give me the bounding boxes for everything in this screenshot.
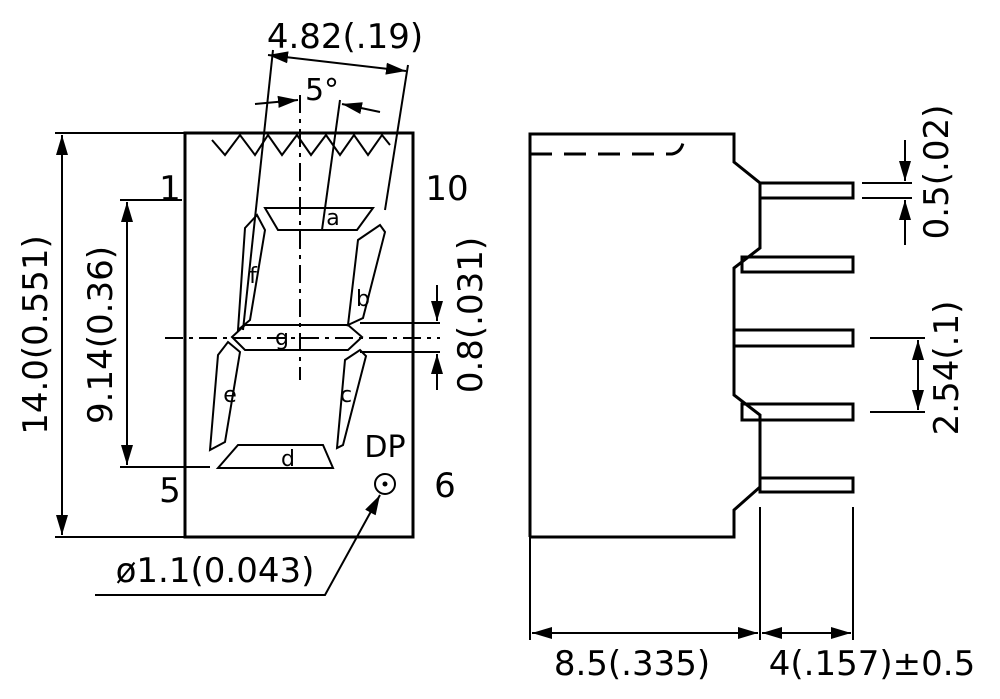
segment-c-label: c	[340, 383, 352, 408]
angle-dimension: 5°	[305, 73, 339, 108]
hidden-line	[530, 133, 686, 156]
pin-thickness-dimension: 0.5(.02)	[917, 105, 957, 240]
top-notches	[211, 133, 391, 157]
pin-1-label: 1	[159, 169, 181, 209]
pin-length-dimension: 4(.157)±0.5	[769, 644, 975, 684]
pin-6-label: 6	[434, 466, 456, 506]
segment-b-label: b	[356, 287, 370, 312]
dp-dot	[382, 481, 388, 487]
segment-b	[346, 223, 387, 327]
pin-10-label: 10	[425, 169, 468, 209]
body-depth-dimension: 8.5(.335)	[554, 644, 710, 684]
side-body	[528, 132, 762, 539]
pin-5-label: 5	[159, 471, 181, 511]
segment-d-label: d	[281, 447, 295, 472]
segment-a	[263, 207, 375, 231]
segment-f-label: f	[249, 264, 258, 289]
width-dimension: 4.82(.19)	[267, 17, 423, 57]
pin-3	[732, 328, 855, 348]
dp-hole-leader	[95, 494, 381, 596]
segment-e	[208, 340, 242, 452]
digit-height-dimension: 9.14(0.36)	[81, 246, 121, 424]
segment-e-label: e	[223, 383, 237, 408]
height-dimension: 14.0(0.551)	[16, 235, 56, 435]
width-dimension-line	[267, 51, 407, 75]
segment-g	[230, 324, 364, 351]
pin-1	[758, 181, 855, 200]
segment-c	[335, 348, 368, 450]
pin-4	[740, 402, 855, 422]
pin-2	[740, 255, 855, 274]
segment-a-label: a	[326, 206, 339, 231]
pin-pitch-dimension: 2.54(.1)	[927, 301, 967, 436]
dp-label: DP	[364, 430, 405, 465]
pin-5	[758, 476, 855, 494]
dp-circle	[374, 473, 396, 495]
dp-hole-dimension: ø1.1(0.043)	[116, 551, 315, 591]
front-view: a b c d e f g DP 1 10 5 6 14.0(0.551) 9.…	[16, 17, 491, 596]
segment-d	[215, 444, 335, 469]
segment-width-dimension: 0.8(.031)	[451, 237, 491, 393]
side-view: 0.5(.02) 2.54(.1) 8.5(.335) 4(.157)±0.5	[528, 105, 975, 684]
